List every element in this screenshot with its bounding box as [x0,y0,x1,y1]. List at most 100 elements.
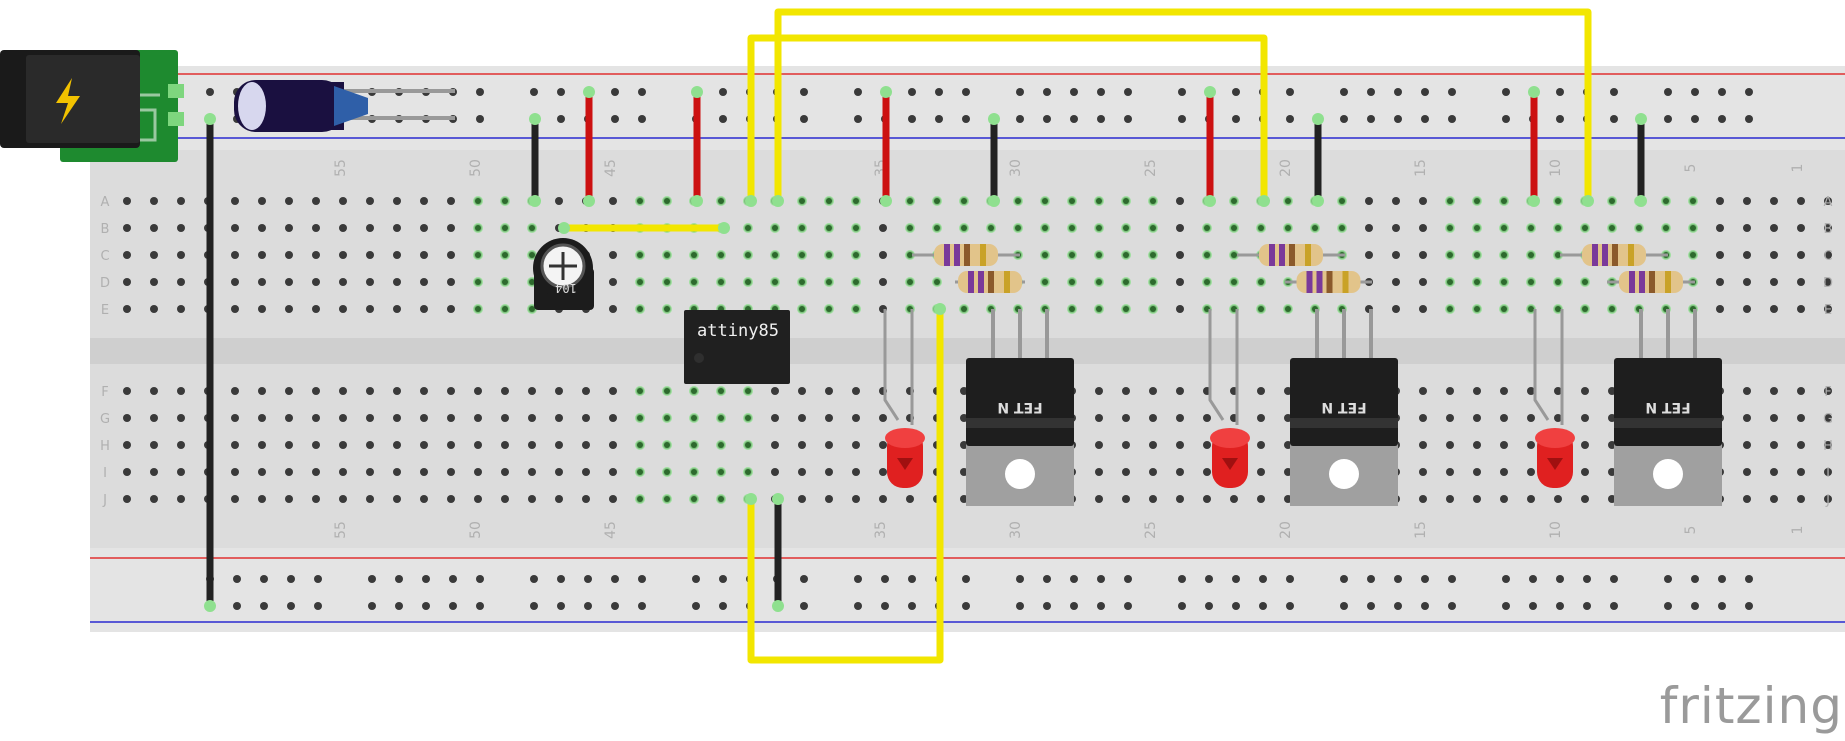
rail-hole [260,602,268,610]
rail-hole [1259,575,1267,583]
wire-end [934,303,946,315]
row-letter-right: F [1824,385,1831,400]
hole [1419,197,1427,205]
connected-hole-core [664,469,670,475]
connected-hole-core [934,225,940,231]
rail-hole [1745,115,1753,123]
hole [501,441,509,449]
rail-hole [1421,115,1429,123]
hole [1419,414,1427,422]
hole [1203,441,1211,449]
hole [528,414,536,422]
rail-hole [638,575,646,583]
wire-end [988,195,1000,207]
wire-end [772,195,784,207]
wire-end [1312,113,1324,125]
column-number: 10 [1548,159,1564,177]
column-number: 15 [1413,521,1429,539]
rail-hole [233,575,241,583]
row-letter-left: E [101,303,109,318]
hole [609,387,617,395]
connected-hole-core [637,279,643,285]
hole [339,197,347,205]
hole [825,414,833,422]
connected-hole-core [745,252,751,258]
rail-hole [1448,575,1456,583]
rail-hole [1043,88,1051,96]
row-letter-right: E [1824,303,1832,318]
hole [366,251,374,259]
hole [609,197,617,205]
connected-hole-core [664,279,670,285]
rail-hole [1448,602,1456,610]
hole [123,197,131,205]
hole [231,468,239,476]
hole [609,468,617,476]
hole [1743,197,1751,205]
rail-hole [1097,115,1105,123]
hole [1770,197,1778,205]
rail-hole [1745,575,1753,583]
rail-hole [1205,575,1213,583]
hole [1176,468,1184,476]
rail-hole [908,575,916,583]
connected-hole-core [1474,279,1480,285]
connected-hole-core [1069,279,1075,285]
hole [258,251,266,259]
hole [1743,495,1751,503]
rail-hole [1556,602,1564,610]
rail-hole [854,88,862,96]
hole [1824,468,1832,476]
connected-hole-core [1096,225,1102,231]
connected-hole-core [1690,225,1696,231]
row-letter-left: G [100,412,110,427]
rail-hole [1664,88,1672,96]
hole [285,387,293,395]
connected-hole-core [745,225,751,231]
column-number: 10 [1548,521,1564,539]
hole [1770,468,1778,476]
hole [393,441,401,449]
rail-hole [1745,602,1753,610]
hole [339,441,347,449]
hole [177,278,185,286]
connected-hole-core [799,198,805,204]
hole [1743,251,1751,259]
wire-end [745,493,757,505]
hole [447,495,455,503]
hole [1176,224,1184,232]
rail-hole [1394,575,1402,583]
hole [1743,387,1751,395]
rail-hole [449,575,457,583]
hole [339,251,347,259]
hole [123,468,131,476]
connected-hole-core [637,252,643,258]
hole [150,468,158,476]
hole [474,441,482,449]
connected-hole-core [907,279,913,285]
hole [366,495,374,503]
resistor-band [1602,244,1608,266]
hole [1824,278,1832,286]
hole [825,387,833,395]
rail-hole [1286,88,1294,96]
rail-hole [854,575,862,583]
resistor-band [1326,271,1333,293]
hole [1176,414,1184,422]
rail-hole [1070,88,1078,96]
connected-hole-core [1609,198,1615,204]
hole [420,278,428,286]
resistor-band [1004,271,1010,293]
connected-hole-core [1339,225,1345,231]
hole [231,387,239,395]
rail-hole [1394,88,1402,96]
hole [501,414,509,422]
connected-hole-core [718,442,724,448]
hole [1797,441,1805,449]
rail-hole [1691,115,1699,123]
connected-hole-core [961,198,967,204]
hole [798,468,806,476]
hole [393,278,401,286]
hole [231,305,239,313]
